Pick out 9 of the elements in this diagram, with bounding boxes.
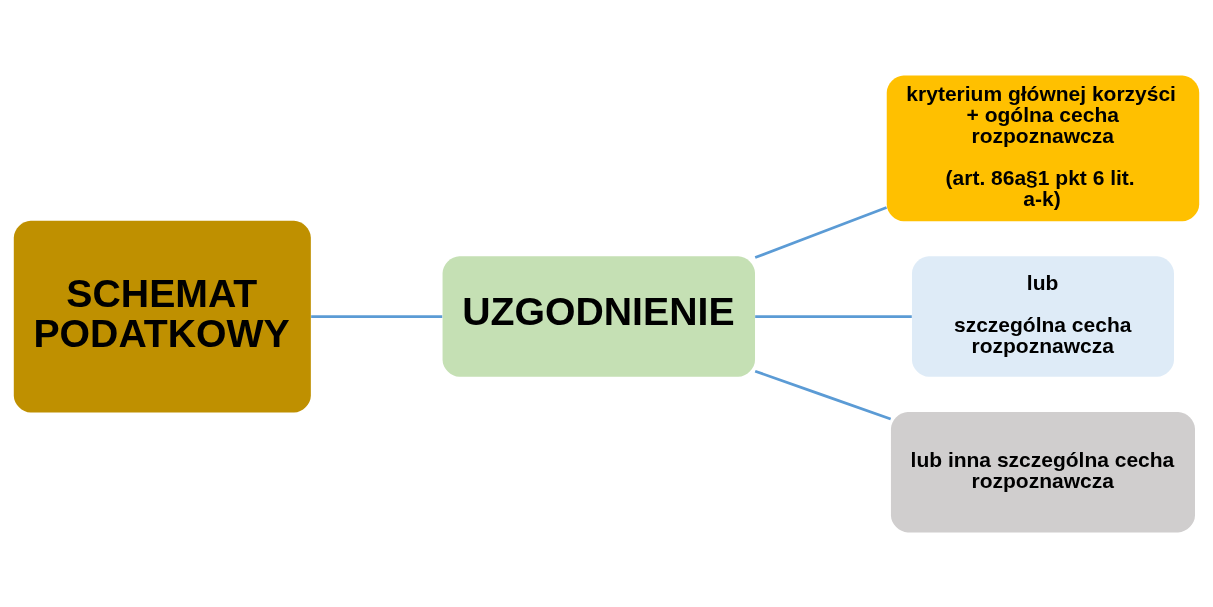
connector [754, 205, 888, 259]
node-box: SCHEMAT PODATKOWY [13, 220, 311, 413]
node-box: UZGODNIENIE [442, 255, 756, 377]
node-box: lub szczególna cecha rozpoznawcza [911, 255, 1174, 377]
connector [755, 314, 912, 318]
connector [311, 314, 443, 318]
node-box: lub inna szczególna cecha rozpoznawcza [890, 411, 1195, 532]
node-box: kryterium głównej korzyści + ogólna cecha rozpoznawcza (art. 86a§1 pkt 6 lit. a-k) [886, 75, 1200, 221]
connector [754, 369, 892, 420]
